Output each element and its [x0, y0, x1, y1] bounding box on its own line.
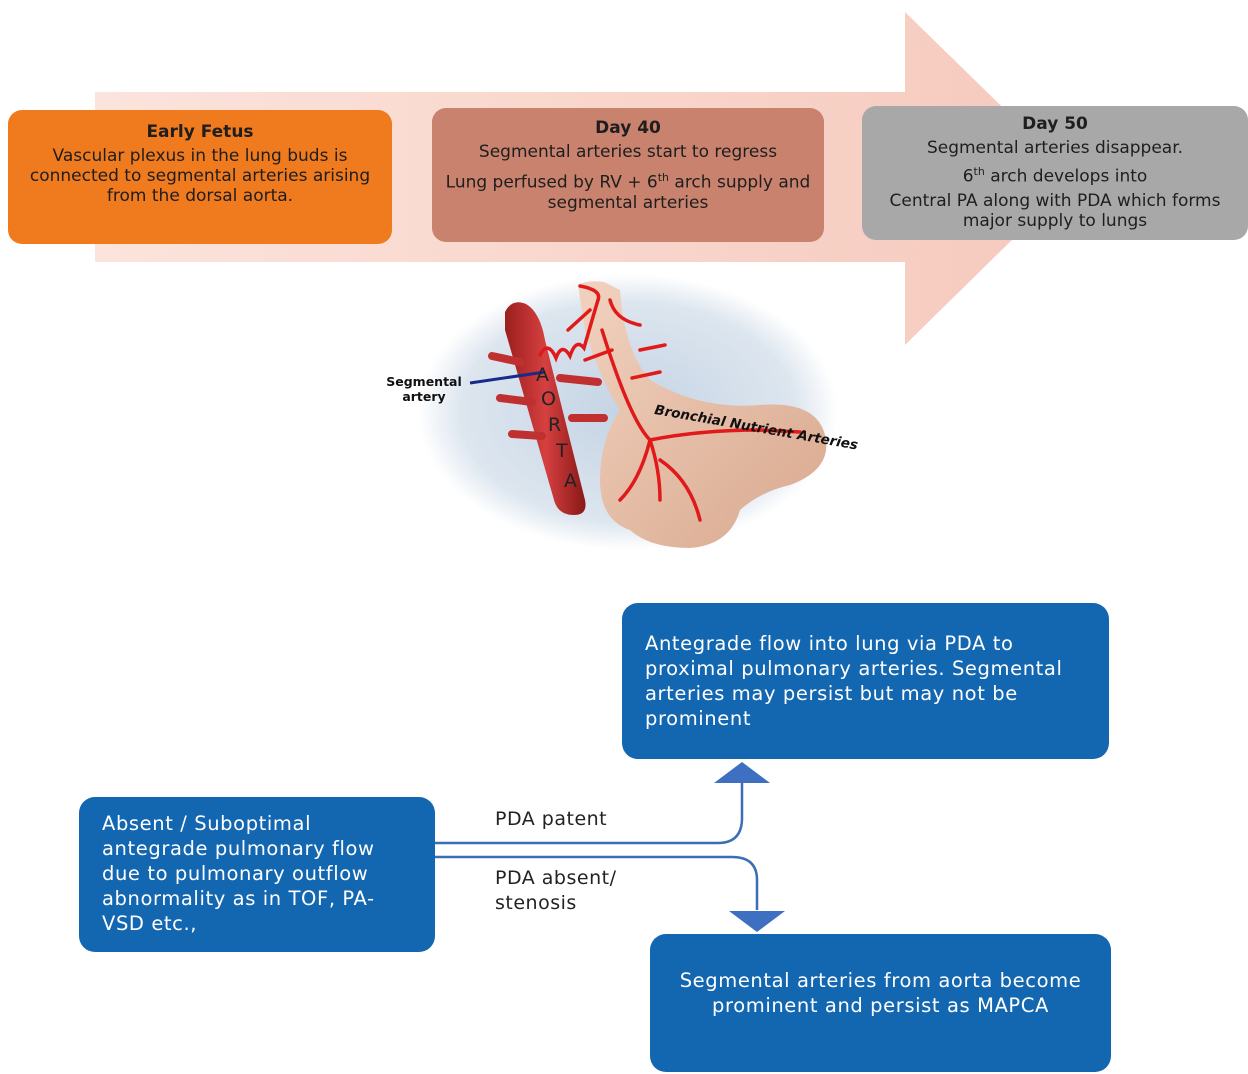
segmental-label-line-2: artery [402, 389, 446, 404]
aorta-letter-4: T [556, 440, 568, 462]
segmental-pointer-line [469, 370, 546, 385]
source-condition-text: Absent / Suboptimal antegrade pulmonary … [102, 812, 375, 935]
stage-day-50-line-2: 6th arch develops into [962, 165, 1148, 187]
pda-patent-label: PDA patent [495, 808, 608, 830]
stage-day-50: Day 50 Segmental arteries disappear. 6th… [862, 106, 1248, 240]
pda-patent-outcome-box: Antegrade flow into lung via PDA to prox… [622, 603, 1109, 759]
stage-day-50-line-1: Segmental arteries disappear. [926, 138, 1184, 158]
stage-day-50-heading: Day 50 [1022, 114, 1088, 134]
segmental-label-line-1: Segmental [386, 374, 462, 389]
aorta-letter-3: R [548, 414, 562, 436]
segmental-artery-label: Segmental artery [378, 374, 470, 404]
patent-arrowhead [714, 762, 770, 783]
aorta-letter-5: A [564, 470, 577, 492]
stage-early-fetus-text: Vascular plexus in the lung buds is conn… [29, 146, 371, 206]
stage-day-50-line-3: Central PA along with PDA which forms ma… [889, 190, 1221, 231]
aorta-letter-2: O [541, 388, 556, 410]
stage-day-40-line-1: Segmental arteries start to regress [478, 142, 778, 162]
pda-absent-label: PDA absent/ stenosis [495, 866, 616, 916]
aorta-vessel [505, 302, 586, 515]
stage-early-fetus-heading: Early Fetus [146, 122, 254, 142]
stage-early-fetus: Early Fetus Vascular plexus in the lung … [8, 110, 392, 244]
bronchial-arteries [538, 284, 802, 522]
aorta-letter-1: A [536, 364, 549, 386]
absent-arrowhead [729, 911, 785, 932]
pda-absent-label-line-1: PDA absent/ [495, 867, 617, 889]
stage-day-40-heading: Day 40 [595, 118, 661, 138]
lung-bud-shape [578, 281, 827, 548]
source-condition-box: Absent / Suboptimal antegrade pulmonary … [79, 797, 435, 952]
segmental-artery-stubs [488, 352, 608, 440]
timeline-graphic [95, 12, 1075, 550]
pda-patent-outcome-text: Antegrade flow into lung via PDA to prox… [645, 632, 1063, 730]
stage-day-40-line-2: Lung perfused by RV + 6th arch supply an… [445, 171, 811, 213]
mapca-outcome-text: Segmental arteries from aorta become pro… [679, 969, 1082, 1017]
pda-absent-label-line-2: stenosis [495, 892, 577, 914]
stage-day-40: Day 40 Segmental arteries start to regre… [432, 108, 824, 242]
mapca-outcome-box: Segmental arteries from aorta become pro… [650, 934, 1111, 1072]
